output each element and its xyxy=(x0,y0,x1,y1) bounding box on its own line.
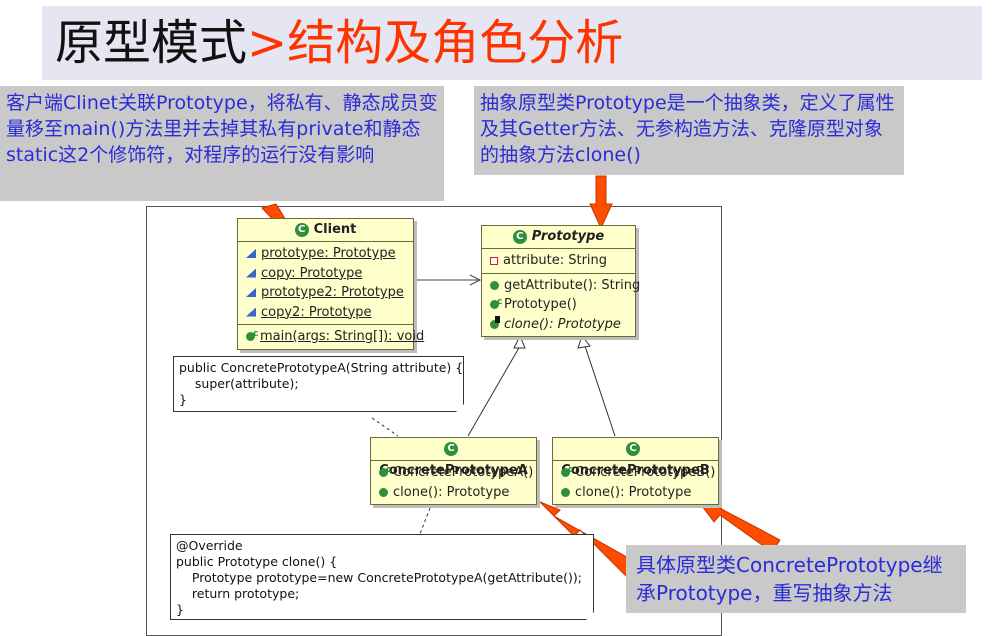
generalization-arrow-b xyxy=(577,334,591,349)
class-concrete-b-header: CConcretePrototypeB xyxy=(553,438,718,478)
concrete-b-method: clone(): Prototype xyxy=(553,483,718,503)
client-method: main(args: String[]): void xyxy=(238,325,424,347)
arrow-callout-top xyxy=(589,175,613,230)
class-icon: C xyxy=(512,230,527,244)
class-concrete-a-header: CConcretePrototypeA xyxy=(371,438,536,478)
constructor-icon xyxy=(379,461,391,481)
note-link-clone xyxy=(419,507,431,535)
prototype-method: clone(): Prototype xyxy=(482,315,635,335)
class-icon: C xyxy=(626,442,640,456)
static-field-icon xyxy=(246,249,256,258)
prototype-field: attribute: String xyxy=(482,251,635,271)
concrete-a-method: clone(): Prototype xyxy=(371,483,536,503)
constructor-icon xyxy=(561,461,573,481)
note-clone-override: @Override public Prototype clone() { Pro… xyxy=(170,534,594,620)
private-field-icon xyxy=(490,257,498,265)
generalization-line-a xyxy=(467,345,521,437)
class-icon: C xyxy=(294,223,309,237)
static-field-icon xyxy=(246,307,256,317)
static-method-icon xyxy=(246,325,258,345)
public-method-icon xyxy=(490,280,499,290)
static-field-icon xyxy=(246,268,256,278)
callout-client: 客户端Clinet关联Prototype，将私有、静态成员变量移至main()方… xyxy=(0,86,444,201)
title-sub: >结构及角色分析 xyxy=(247,15,624,71)
static-field-icon xyxy=(246,288,256,297)
generalization-line-b xyxy=(584,345,616,437)
client-field: copy: Prototype xyxy=(238,264,413,284)
arrow-callout-bottom-a xyxy=(539,501,633,577)
title-bar xyxy=(42,6,982,80)
callout-prototype: 抽象原型类Prototype是一个抽象类，定义了属性及其Getter方法、无参构… xyxy=(474,86,904,175)
prototype-method: getAttribute(): String xyxy=(482,276,640,296)
note-constructor: public ConcretePrototypeA(String attribu… xyxy=(173,356,464,412)
class-icon: C xyxy=(444,442,458,456)
callout-concrete: 具体原型类ConcretePrototype继承Prototype，重写抽象方法 xyxy=(626,545,966,613)
abstract-method-icon xyxy=(490,315,500,329)
title-main: 原型模式 xyxy=(55,15,248,71)
public-method-icon xyxy=(561,487,570,497)
public-method-icon xyxy=(379,487,388,497)
page-title: 原型模式>结构及角色分析 xyxy=(55,8,623,78)
class-concrete-a: CConcretePrototypeA ConcretePrototypeA()… xyxy=(370,437,537,505)
association-arrowhead xyxy=(469,274,482,286)
concrete-a-method: ConcretePrototypeA() xyxy=(371,461,536,483)
client-field: copy2: Prototype xyxy=(238,303,413,323)
client-field: prototype: Prototype xyxy=(238,244,413,264)
client-field: prototype2: Prototype xyxy=(238,283,413,303)
generalization-arrow-a xyxy=(513,334,526,349)
note-link-ctor xyxy=(371,417,399,437)
prototype-method: Prototype() xyxy=(482,293,635,315)
class-concrete-b: CConcretePrototypeB ConcretePrototypeB()… xyxy=(552,437,719,505)
constructor-icon xyxy=(490,293,502,313)
concrete-b-method: ConcretePrototypeB() xyxy=(553,461,718,483)
